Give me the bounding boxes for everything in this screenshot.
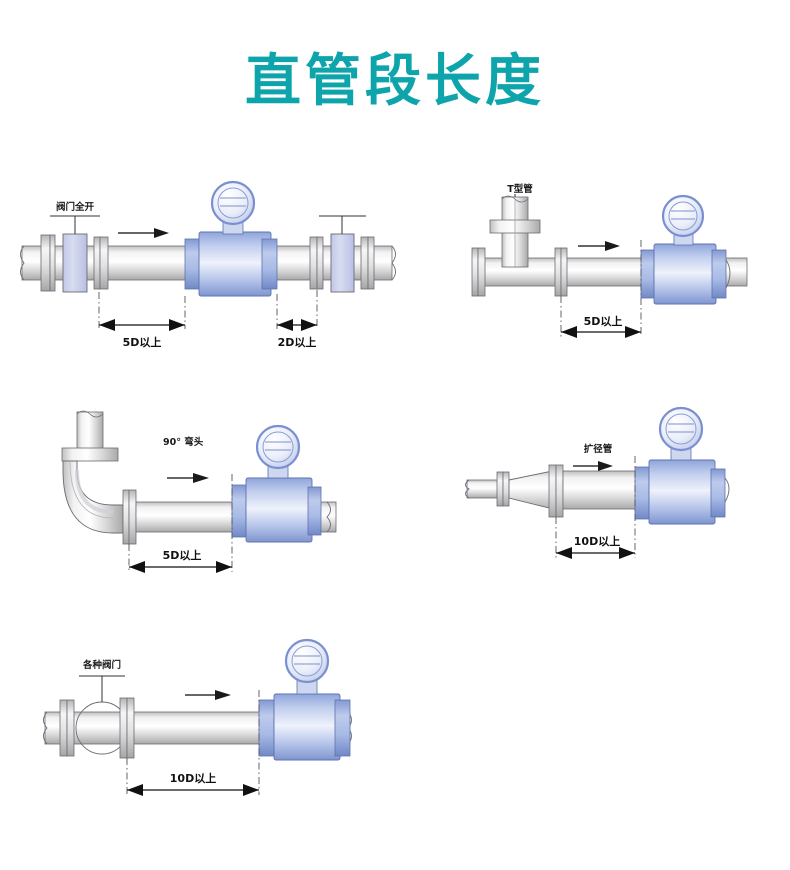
flowmeter [184, 180, 278, 297]
figure-label: T型管 [507, 183, 533, 195]
flow-arrow [573, 461, 613, 471]
flange-mid [554, 247, 568, 297]
label-leader-left [50, 215, 100, 234]
figure-various-valves: 各种阀门 10D以上 [35, 638, 380, 815]
flowmeter [634, 406, 730, 525]
figure-label: 扩径管 [584, 443, 613, 455]
figure-t-pipe: T型管 5D以上 [455, 180, 790, 355]
dimension-label: 5D以上 [123, 335, 162, 349]
dimension-label: 5D以上 [163, 548, 202, 562]
flowmeter [231, 424, 322, 543]
valve-assembly-left [40, 233, 109, 293]
flange-large [548, 464, 564, 518]
figure-label: 90° 弯头 [163, 436, 204, 448]
flow-arrow [185, 690, 231, 700]
flow-arrow [118, 228, 169, 238]
flow-arrow [167, 473, 209, 483]
dimension-label: 10D以上 [170, 771, 216, 785]
dimension-upstream: 5D以上 [98, 292, 186, 349]
flange-outlet [122, 489, 137, 545]
elbow-body [61, 410, 124, 534]
flange-left [471, 247, 486, 297]
dimension-upstream: 10D以上 [555, 456, 636, 559]
page-title: 直管段长度 [245, 49, 545, 112]
valve-assembly-right [309, 215, 375, 293]
t-branch [489, 195, 541, 268]
flowmeter [640, 194, 731, 305]
dimension-label: 5D以上 [584, 314, 623, 328]
dimension-downstream: 2D以上 [276, 290, 318, 349]
pipe-small [465, 471, 510, 507]
dimension-upstream: 5D以上 [128, 474, 233, 573]
figure-elbow-90: 90° 弯头 5D以上 [55, 400, 400, 585]
figure-label: 各种阀门 [82, 659, 121, 671]
dimension-upstream: 10D以上 [126, 690, 260, 796]
flowmeter [258, 638, 351, 761]
flow-arrow [578, 241, 620, 251]
pipe-large [562, 470, 646, 510]
dimension-label: 2D以上 [278, 335, 317, 349]
dimension-upstream: 5D以上 [560, 240, 642, 338]
figure-expander: 扩径管 10D以上 [455, 406, 790, 585]
dimension-label: 10D以上 [574, 534, 620, 548]
figure-label: 阀门全开 [56, 201, 95, 213]
valve-assembly [59, 675, 135, 759]
figure-valve-full-open: 阀门全开 [14, 180, 414, 361]
